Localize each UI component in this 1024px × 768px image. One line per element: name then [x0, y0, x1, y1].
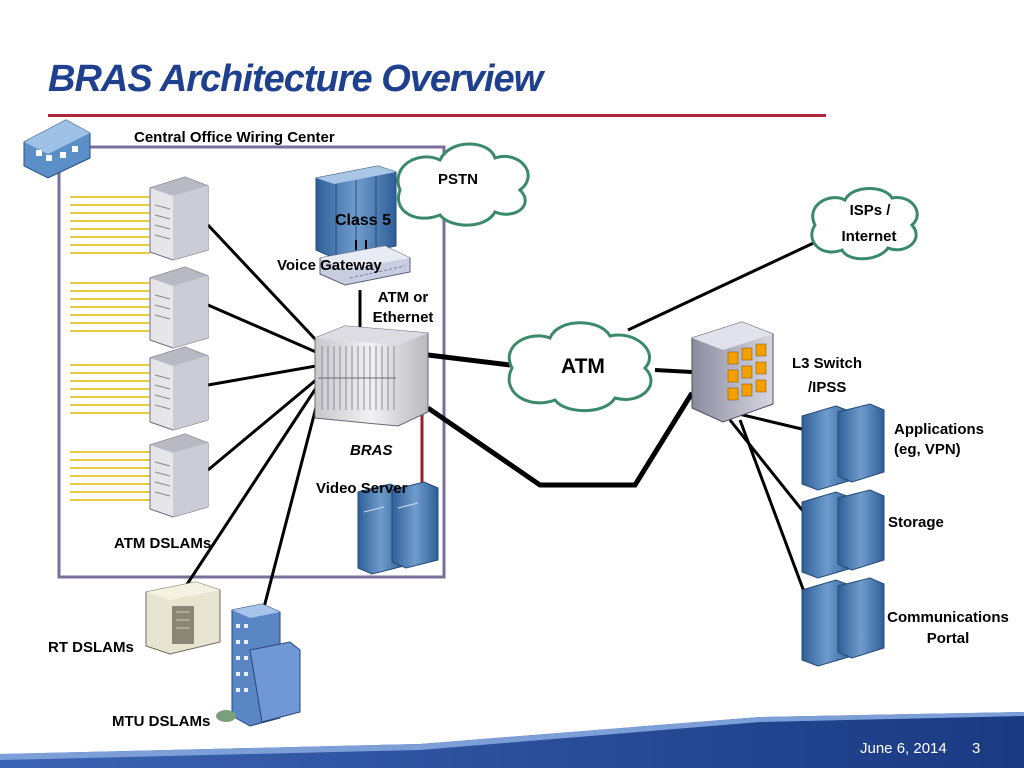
portal-label: Portal	[926, 630, 970, 647]
ipss-label: /IPSS	[808, 379, 847, 396]
rt-dslam-cabinet	[145, 581, 221, 655]
applications-label: Applications	[894, 421, 985, 438]
applications-vpn-label: (eg, VPN)	[894, 441, 961, 458]
dslam-rack	[149, 266, 209, 349]
page-number: 3	[972, 740, 981, 757]
ethernet-label: Ethernet	[372, 309, 434, 326]
dslam-rack	[149, 433, 209, 518]
atm-dslams-label: ATM DSLAMs	[114, 535, 212, 552]
video-server-label: Video Server	[316, 480, 408, 497]
dslam-rack	[149, 346, 209, 431]
atm-cloud-label: ATM	[561, 355, 605, 378]
subscriber-lines	[70, 196, 150, 501]
footer-band-light	[0, 712, 1024, 760]
voice-gateway-label: Voice Gateway	[277, 257, 382, 274]
video-server-device	[357, 481, 439, 575]
central-office-building-icon	[23, 119, 91, 179]
footer-date: June 6, 2014	[860, 740, 947, 757]
class5-label: Class 5	[335, 212, 392, 229]
l3-switch-label: L3 Switch	[792, 355, 863, 372]
pstn-label: PSTN	[438, 171, 479, 188]
bras-label: BRAS	[350, 442, 393, 459]
isps-cloud	[810, 187, 919, 261]
atm-dslam-racks	[149, 176, 209, 518]
dslam-rack	[149, 176, 209, 261]
atm-cloud	[507, 321, 653, 413]
wiring-center-box	[57, 145, 446, 579]
title-divider	[48, 114, 826, 117]
applications-servers	[801, 403, 885, 491]
communications-portal-servers	[801, 577, 885, 667]
connections	[178, 223, 821, 616]
communications-label: Communications	[887, 609, 1009, 626]
mtu-dslam-building	[216, 603, 301, 727]
isps-label: ISPs /	[849, 202, 891, 219]
slide-title: BRAS Architecture Overview	[48, 58, 543, 100]
voice-gateway-device	[319, 245, 411, 286]
central-office-label: Central Office Wiring Center	[134, 129, 335, 146]
storage-label: Storage	[888, 514, 944, 531]
l3-switch-device	[691, 321, 774, 423]
pstn-cloud	[396, 142, 530, 227]
storage-servers	[801, 489, 885, 579]
class5-switch	[315, 165, 397, 259]
atm-or-label: ATM or	[377, 289, 429, 306]
internet-label: Internet	[841, 228, 897, 245]
bras-chassis	[314, 325, 429, 427]
rt-dslams-label: RT DSLAMs	[48, 639, 134, 656]
mtu-dslams-label: MTU DSLAMs	[112, 713, 211, 730]
